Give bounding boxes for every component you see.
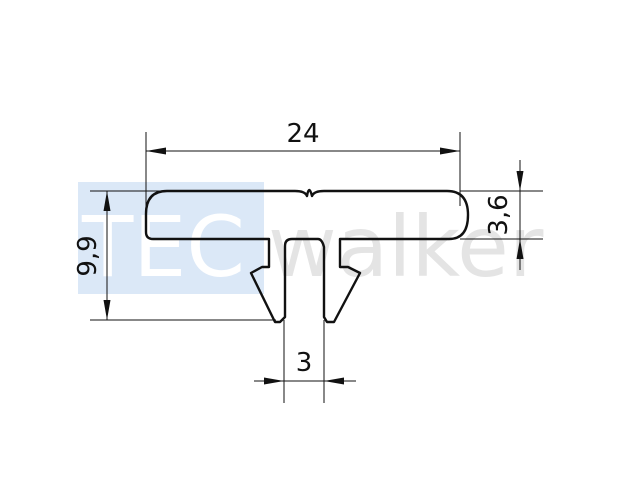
- dimension-overall-width: 24: [145, 119, 461, 206]
- watermark-logo: TEC walker: [78, 182, 544, 296]
- dimension-label-flange: 3,6: [484, 194, 514, 235]
- dimension-overall-height: 9,9: [73, 190, 302, 321]
- watermark-walker-text: walker: [268, 198, 544, 296]
- t-profile-outline: [144, 188, 470, 324]
- dimension-label-height: 9,9: [73, 235, 103, 276]
- dimension-flange-thickness: 3,6: [460, 160, 543, 270]
- watermark-tec-text: TEC: [81, 198, 245, 296]
- dimension-label-width: 24: [286, 119, 319, 149]
- dimension-stem-width: 3: [254, 320, 356, 403]
- dimension-label-stem: 3: [296, 348, 313, 378]
